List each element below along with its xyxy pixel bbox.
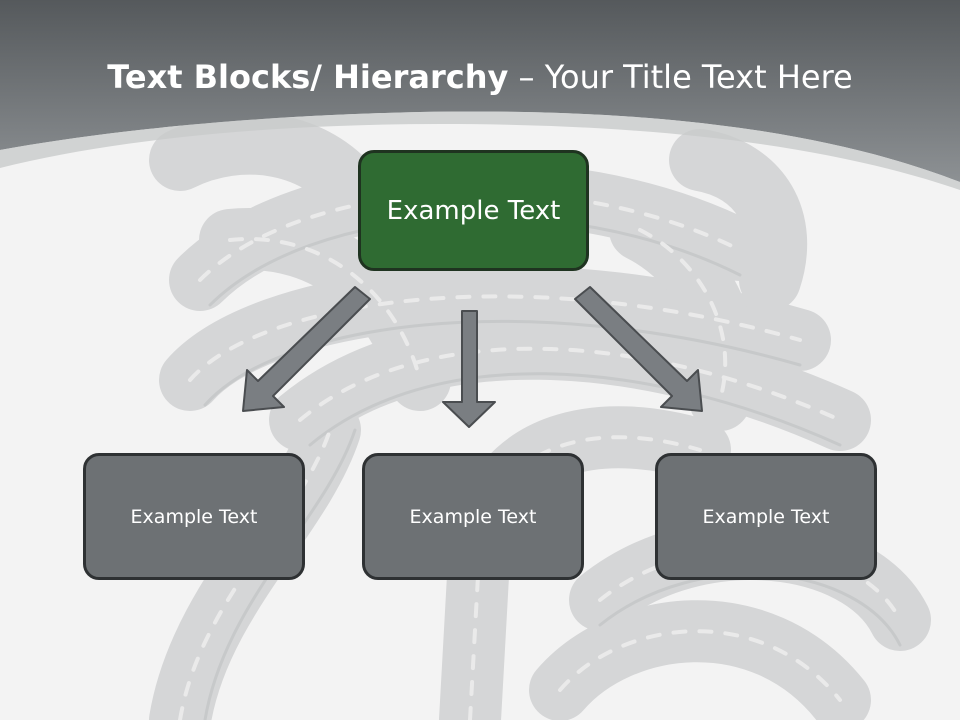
- child-box-left[interactable]: Example Text: [83, 453, 305, 580]
- slide-title: Text Blocks/ Hierarchy – Your Title Text…: [0, 52, 960, 102]
- header-curve-highlight: [0, 111, 960, 190]
- header-band: [0, 0, 960, 182]
- child-label-left: Example Text: [130, 505, 258, 528]
- title-dash: –: [508, 58, 545, 96]
- child-box-right[interactable]: Example Text: [655, 453, 877, 580]
- child-label-right: Example Text: [702, 505, 830, 528]
- top-level-label: Example Text: [386, 195, 561, 226]
- title-regular-part: Your Title Text Here: [544, 58, 853, 96]
- top-level-box[interactable]: Example Text: [358, 150, 589, 271]
- child-box-center[interactable]: Example Text: [362, 453, 584, 580]
- title-bold-part: Text Blocks/ Hierarchy: [107, 58, 509, 96]
- child-label-center: Example Text: [409, 505, 537, 528]
